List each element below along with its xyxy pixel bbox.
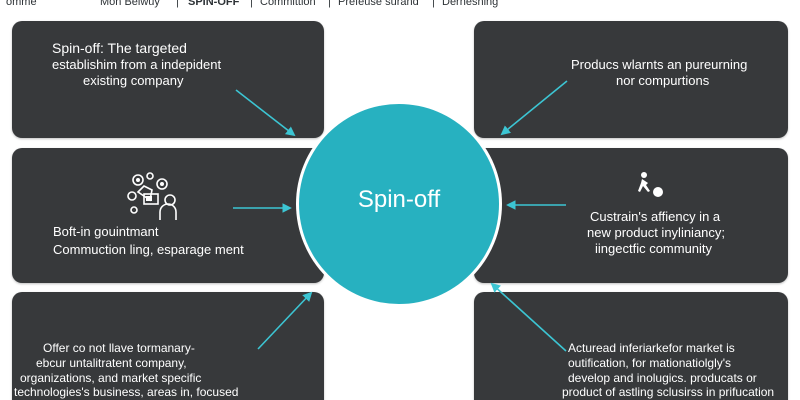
text-bottom-right-1: Acturead inferiarkefor market is [568, 341, 735, 355]
text-top-left-3: existing company [83, 73, 184, 88]
text-bottom-left-4: technologies's business, areas in, focus… [14, 385, 239, 399]
text-top-left-1: Spin-off: The targeted [52, 40, 187, 56]
text-mid-left-2: Commuction ling, esparage ment [53, 242, 244, 257]
top-nav: omme Mon Belwuy | SPIN-OFF | Committion … [0, 0, 800, 14]
team-gears-icon [127, 172, 177, 220]
text-bottom-left-2: ebcur untalitratent company, [36, 356, 187, 370]
nav-item-3[interactable]: Committion [260, 0, 316, 8]
nav-separator: | [250, 0, 253, 8]
nav-item-5[interactable]: Derneshing [442, 0, 499, 8]
nav-separator: | [328, 0, 331, 8]
nav-item-active[interactable]: SPIN-OFF [188, 0, 240, 8]
nav-item-4[interactable]: Prefeuse surand [338, 0, 419, 8]
panel-mid-right [474, 148, 788, 283]
nav-separator: | [432, 0, 435, 8]
nav-separator: | [176, 0, 179, 8]
spin-off-hub: Spin-off [299, 104, 499, 304]
person-pushing-ball-icon [638, 172, 663, 197]
text-bottom-right-3: develop and inolugics. producats or [568, 371, 757, 385]
hub-label: Spin-off [357, 186, 441, 213]
text-top-right-2: nor compurtions [616, 73, 710, 88]
text-top-left-2: establishim from a indepident [52, 57, 222, 72]
text-bottom-left-3: organizations, and market specific [20, 371, 202, 385]
text-mid-right-1: Custrain's affiency in a [590, 209, 721, 224]
text-bottom-right-2: outification, for mationatiolgly's [568, 356, 732, 370]
nav-item-home[interactable]: omme [6, 0, 37, 8]
text-mid-right-2: new product inyliniancy; [587, 225, 726, 240]
text-bottom-right-4: product of astling sclusirss in prifucat… [562, 385, 775, 399]
text-top-right-1: Producs wlarnts an pureurning [571, 57, 748, 72]
text-bottom-left-1: Offer co not llave tormanary- [43, 341, 195, 355]
nav-item-1[interactable]: Mon Belwuy [100, 0, 160, 8]
text-mid-right-3: iingectfic community [595, 241, 713, 256]
panel-mid-left [12, 148, 324, 283]
text-mid-left-1: Boft-in gouintmant [53, 224, 159, 239]
